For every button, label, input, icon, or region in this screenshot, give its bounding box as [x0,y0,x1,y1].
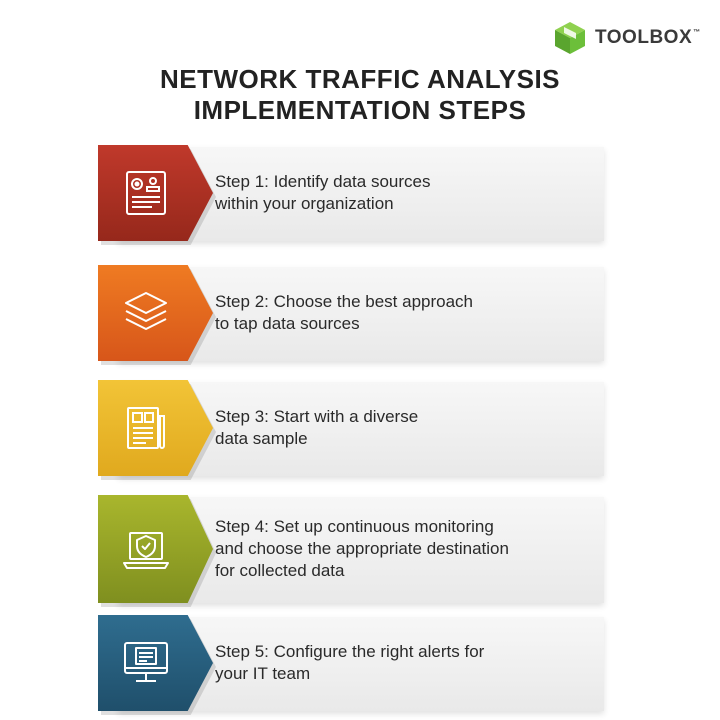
step-4-line-3: for collected data [215,561,345,580]
report-sheet-icon [120,402,172,454]
step-5: Step 5: Configure the right alerts for y… [98,615,604,715]
step-1: Step 1: Identify data sources within you… [98,145,604,245]
step-5-line-2: your IT team [215,664,311,683]
cube-logo-icon [555,22,585,54]
logo-text-tool: TOOL [595,27,650,48]
step-text: Step 2: Choose the best approach to tap … [215,265,598,361]
step-4-line-2: and choose the appropriate destination [215,539,509,558]
step-4: Step 4: Set up continuous monitoring and… [98,495,604,607]
title-line-2: IMPLEMENTATION STEPS [193,95,527,125]
step-arrow-badge [98,145,213,241]
logo-text-box: BOX [649,27,693,48]
step-2-line-1: Step 2: Choose the best approach [215,292,474,311]
step-text: Step 3: Start with a diverse data sample [215,380,598,476]
layers-icon [120,287,172,339]
step-2-line-2: to tap data sources [215,314,360,333]
step-2: Step 2: Choose the best approach to tap … [98,265,604,365]
step-3-line-1: Step 3: Start with a diverse [215,407,419,426]
step-1-line-2: within your organization [215,194,394,213]
title-line-1: NETWORK TRAFFIC ANALYSIS [159,64,561,94]
step-5-line-1: Step 5: Configure the right alerts for [215,642,485,661]
step-text: Step 5: Configure the right alerts for y… [215,615,598,711]
step-text: Step 1: Identify data sources within you… [215,145,598,241]
logo-trademark: ™ [693,29,701,36]
step-text: Step 4: Set up continuous monitoring and… [215,495,598,603]
step-4-line-1: Step 4: Set up continuous monitoring [215,517,494,536]
step-arrow-badge [98,265,213,361]
step-arrow-badge [98,380,213,476]
page-title: NETWORK TRAFFIC ANALYSIS IMPLEMENTATION … [60,64,660,126]
step-1-line-1: Step 1: Identify data sources [215,172,431,191]
monitor-alert-icon [120,637,172,689]
shield-laptop-icon [120,523,172,575]
step-3-line-2: data sample [215,429,308,448]
document-settings-icon [120,167,172,219]
step-3: Step 3: Start with a diverse data sample [98,380,604,480]
